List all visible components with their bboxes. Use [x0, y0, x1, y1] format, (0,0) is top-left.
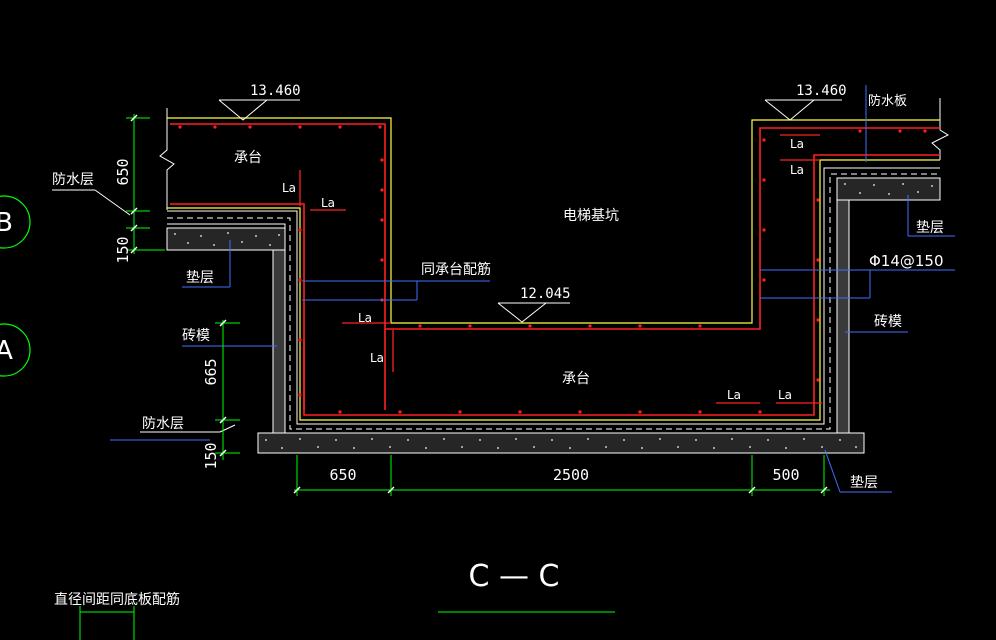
axis-bubble-b: B — [0, 195, 31, 249]
brick-formwork — [272, 199, 850, 434]
dim-bottom-1: 650 — [329, 466, 356, 484]
elevation-top-right: 13.460 — [796, 83, 847, 99]
cushion-label-right: 垫层 — [916, 220, 944, 236]
dim-bottom-3: 500 — [772, 466, 799, 484]
elevation-marker-top-left: 13.460 — [218, 83, 301, 121]
cushion-label-bottom: 垫层 — [850, 475, 878, 491]
elevation-top-left: 13.460 — [250, 83, 301, 99]
break-line-left — [159, 108, 175, 210]
brick-form-label-right: 砖模 — [874, 314, 902, 330]
cap-label-top: 承台 — [234, 150, 262, 166]
cap-label-bottom: 承台 — [562, 371, 590, 387]
la-label-7: La — [790, 137, 804, 151]
la-label-3: La — [358, 311, 372, 325]
elevation-bottom: 12.045 — [520, 286, 571, 302]
dim-left-top: 650 — [114, 158, 132, 185]
dim-left-mid: 665 — [202, 358, 220, 385]
leader-lines — [110, 85, 955, 493]
waterproof-label-top-left: 防水层 — [52, 172, 94, 188]
concrete-outline — [167, 117, 940, 421]
section-title: C — C — [469, 559, 560, 594]
break-line-right — [931, 98, 950, 160]
dimension-lines — [79, 114, 830, 640]
waterproof-label-bottom-left: 防水层 — [142, 416, 184, 432]
rebar-spec-label: Φ14@150 — [869, 252, 944, 270]
la-label-2: La — [321, 196, 335, 210]
la-label-5: La — [727, 388, 741, 402]
pit-label: 电梯基坑 — [563, 207, 619, 224]
dim-left-bottom-small: 150 — [202, 442, 220, 469]
la-label-8: La — [790, 163, 804, 177]
note-bottom-left: 直径间距同底板配筋 — [54, 591, 180, 608]
dim-left-top-small: 150 — [114, 236, 132, 263]
elevation-marker-bottom: 12.045 — [497, 286, 571, 323]
anchorage-lines — [299, 134, 822, 404]
dimension-ticks — [130, 114, 828, 494]
waterproof-board-label: 防水板 — [868, 93, 907, 109]
dim-bottom-2: 2500 — [553, 466, 589, 484]
la-label-6: La — [778, 388, 792, 402]
la-label-1: La — [282, 181, 296, 195]
cushion-label-left: 垫层 — [186, 270, 214, 286]
rebar-lines — [170, 123, 940, 416]
rebar-dots — [178, 125, 927, 414]
axis-a-label: A — [0, 336, 13, 366]
axis-bubble-a: A — [0, 323, 31, 377]
axis-b-label: B — [0, 208, 13, 238]
waterproof-layer-lines — [167, 167, 940, 434]
same-as-cap-label: 同承台配筋 — [421, 261, 491, 278]
elevation-marker-top-right: 13.460 — [764, 83, 847, 121]
la-label-4: La — [370, 351, 384, 365]
leader-lines-white — [52, 189, 236, 433]
brick-form-label-left: 砖模 — [182, 328, 210, 344]
